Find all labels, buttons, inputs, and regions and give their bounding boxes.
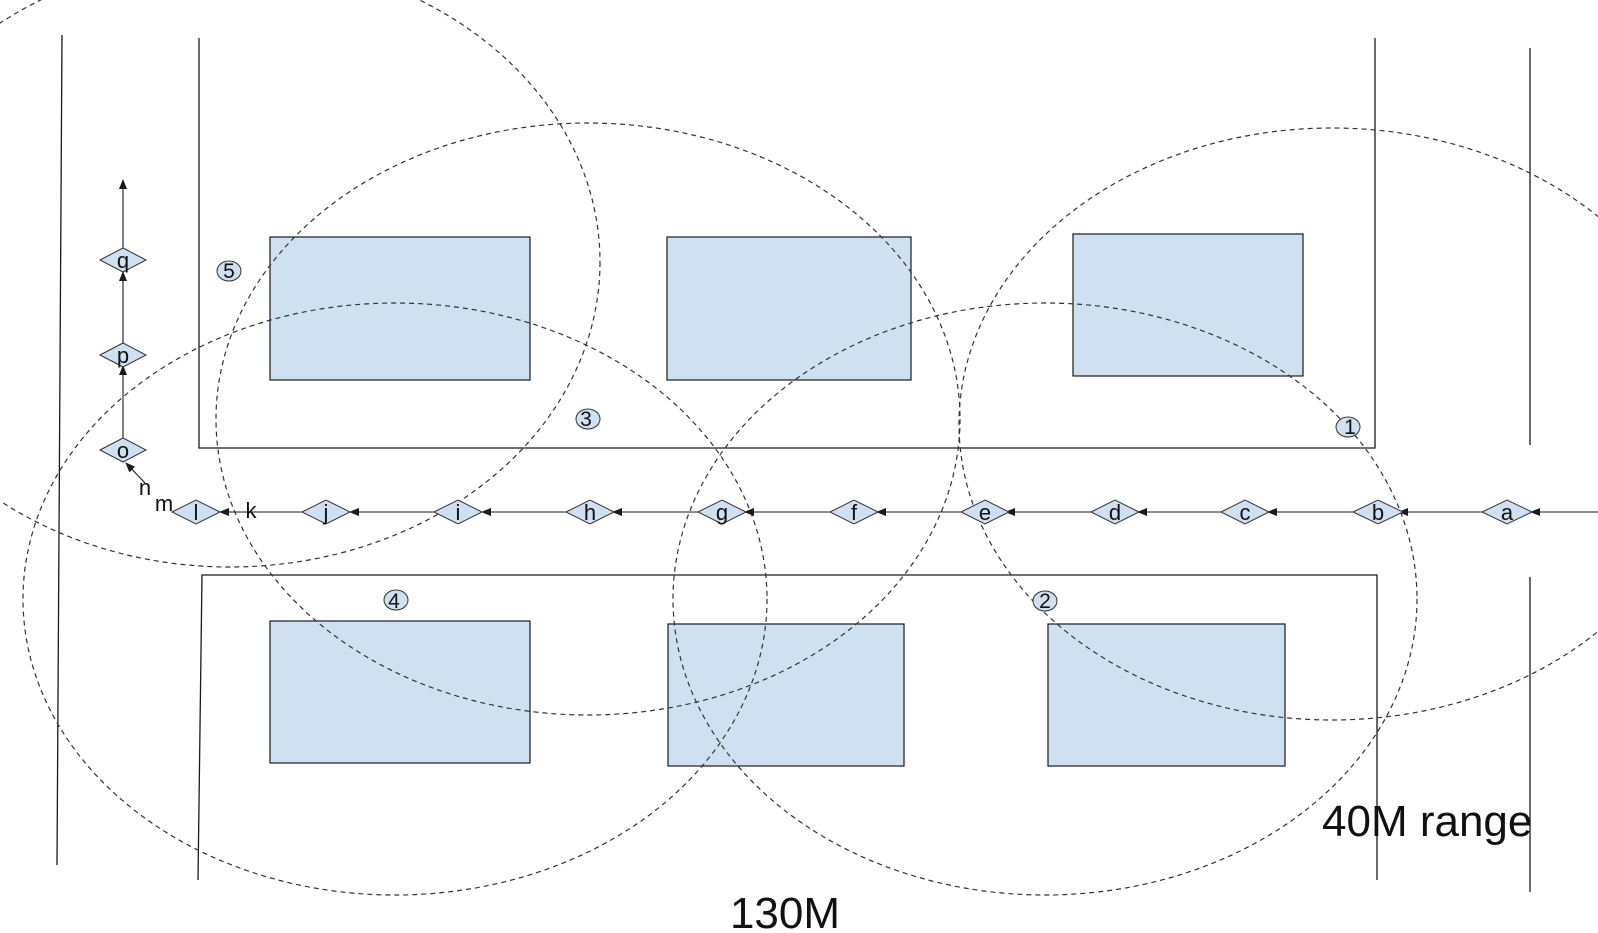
waypoint-o (98, 437, 148, 463)
waypoint-label-f: f (851, 500, 858, 525)
waypoint-label-q: q (117, 248, 129, 273)
travel-path (119, 179, 1598, 516)
waypoint-j (300, 499, 352, 525)
building-lower-left (269, 620, 531, 764)
waypoint-c (1219, 499, 1271, 525)
station-label-1: 1 (1344, 416, 1356, 439)
waypoint-h (564, 499, 616, 525)
building-lower-middle (667, 623, 905, 767)
range-circle-station-2 (672, 302, 1418, 896)
waypoint-label-g: g (716, 500, 728, 525)
waypoint-b (1351, 499, 1405, 525)
waypoint-p (98, 342, 148, 368)
station-label-4: 4 (388, 590, 400, 613)
waypoint-label-d: d (1109, 500, 1121, 525)
waypoint-label-j: j (323, 500, 329, 525)
waypoint-label-a: a (1501, 500, 1514, 525)
waypoints (98, 247, 1534, 525)
waypoint-label-p: p (117, 343, 129, 368)
range-circle-station-5 (0, 0, 601, 568)
waypoint-f (828, 499, 880, 525)
waypoint-label-i: i (456, 500, 461, 525)
waypoint-d (1089, 499, 1141, 525)
station-4 (383, 589, 409, 611)
waypoint-label-m: m (155, 491, 173, 516)
waypoint-q (98, 247, 148, 273)
building-lower-right (1047, 623, 1286, 767)
waypoint-l (170, 499, 222, 525)
path-segment-l-o (125, 462, 146, 484)
station-label-3: 3 (580, 408, 592, 431)
waypoint-label-h: h (584, 500, 596, 525)
stations: 1 2 3 4 5 (216, 260, 1361, 613)
station-5 (216, 260, 242, 282)
station-label-5: 5 (223, 260, 235, 283)
waypoint-label-k: k (246, 498, 258, 523)
upper-block-outline (198, 38, 1376, 449)
waypoint-a (1480, 499, 1534, 525)
station-1 (1335, 416, 1361, 438)
road-line-far-left (56, 34, 63, 866)
building-upper-right (1072, 233, 1304, 377)
station-label-2: 2 (1039, 590, 1051, 613)
waypoint-i (432, 499, 484, 525)
building-upper-middle (666, 236, 912, 381)
range-circle-station-1 (958, 127, 1598, 721)
range-annotation: 40M range (1322, 797, 1532, 846)
waypoint-label-o: o (117, 438, 129, 463)
waypoint-label-c: c (1240, 500, 1251, 525)
waypoint-g (696, 499, 748, 525)
range-circle-station-3 (215, 122, 961, 716)
waypoint-label-b: b (1372, 500, 1384, 525)
coverage-ranges (0, 0, 1598, 896)
lower-block-outline (197, 574, 1378, 881)
station-3 (575, 408, 601, 430)
waypoint-label-n: n (139, 475, 151, 500)
range-circle-station-4 (22, 302, 768, 896)
building-upper-left (269, 236, 531, 381)
waypoint-labels: a b c d e f g h i j k l m n o p q (117, 248, 1514, 525)
waypoint-label-e: e (979, 500, 991, 525)
waypoint-label-l: l (194, 500, 199, 525)
station-2 (1032, 590, 1058, 612)
waypoint-e (959, 499, 1011, 525)
distance-annotation: 130M (730, 889, 840, 933)
buildings (269, 233, 1304, 767)
road-lines (56, 34, 1531, 892)
